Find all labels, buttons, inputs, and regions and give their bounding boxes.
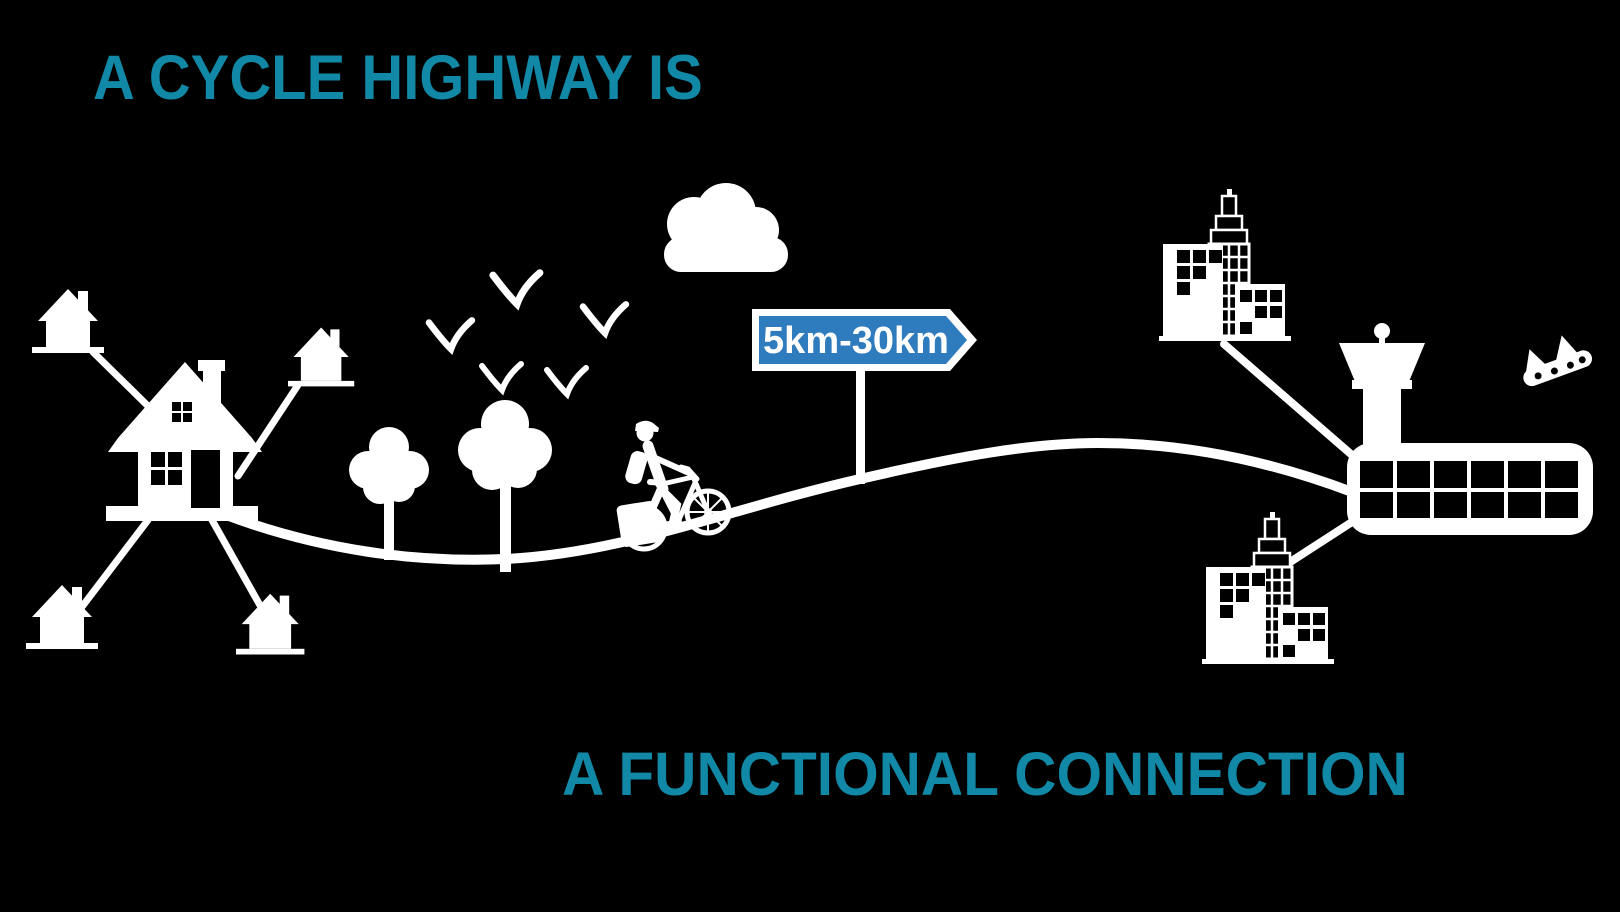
tree-icon xyxy=(349,427,429,560)
connection-lines-left xyxy=(74,348,302,620)
cyclist-icon xyxy=(616,420,732,552)
page-title: A CYCLE HIGHWAY IS xyxy=(93,43,703,113)
small-house-icon xyxy=(288,327,355,387)
cloud-icon xyxy=(664,183,788,272)
control-tower-icon xyxy=(1339,323,1425,454)
connection-lines-right xyxy=(1220,340,1356,570)
city-buildings-icon-bottom xyxy=(1200,510,1336,666)
sign-label: 5km-30km xyxy=(763,320,949,362)
airplane-icon xyxy=(1523,335,1592,387)
birds-icon xyxy=(429,273,626,394)
road-path xyxy=(221,437,1357,565)
tree-icon xyxy=(458,400,552,572)
subtitle-text: A FUNCTIONAL CONNECTION xyxy=(562,740,1408,808)
city-buildings-icon-top xyxy=(1157,187,1293,343)
airport-terminal-icon xyxy=(1339,323,1593,535)
terminal-windows xyxy=(1360,461,1578,518)
main-house-icon xyxy=(106,360,262,521)
trees xyxy=(349,400,552,572)
neighborhood-houses xyxy=(26,289,355,655)
small-house-icon xyxy=(236,593,305,655)
sign-pole xyxy=(856,370,865,484)
small-house-icon xyxy=(32,289,104,353)
distance-sign: 5km-30km xyxy=(752,309,977,484)
